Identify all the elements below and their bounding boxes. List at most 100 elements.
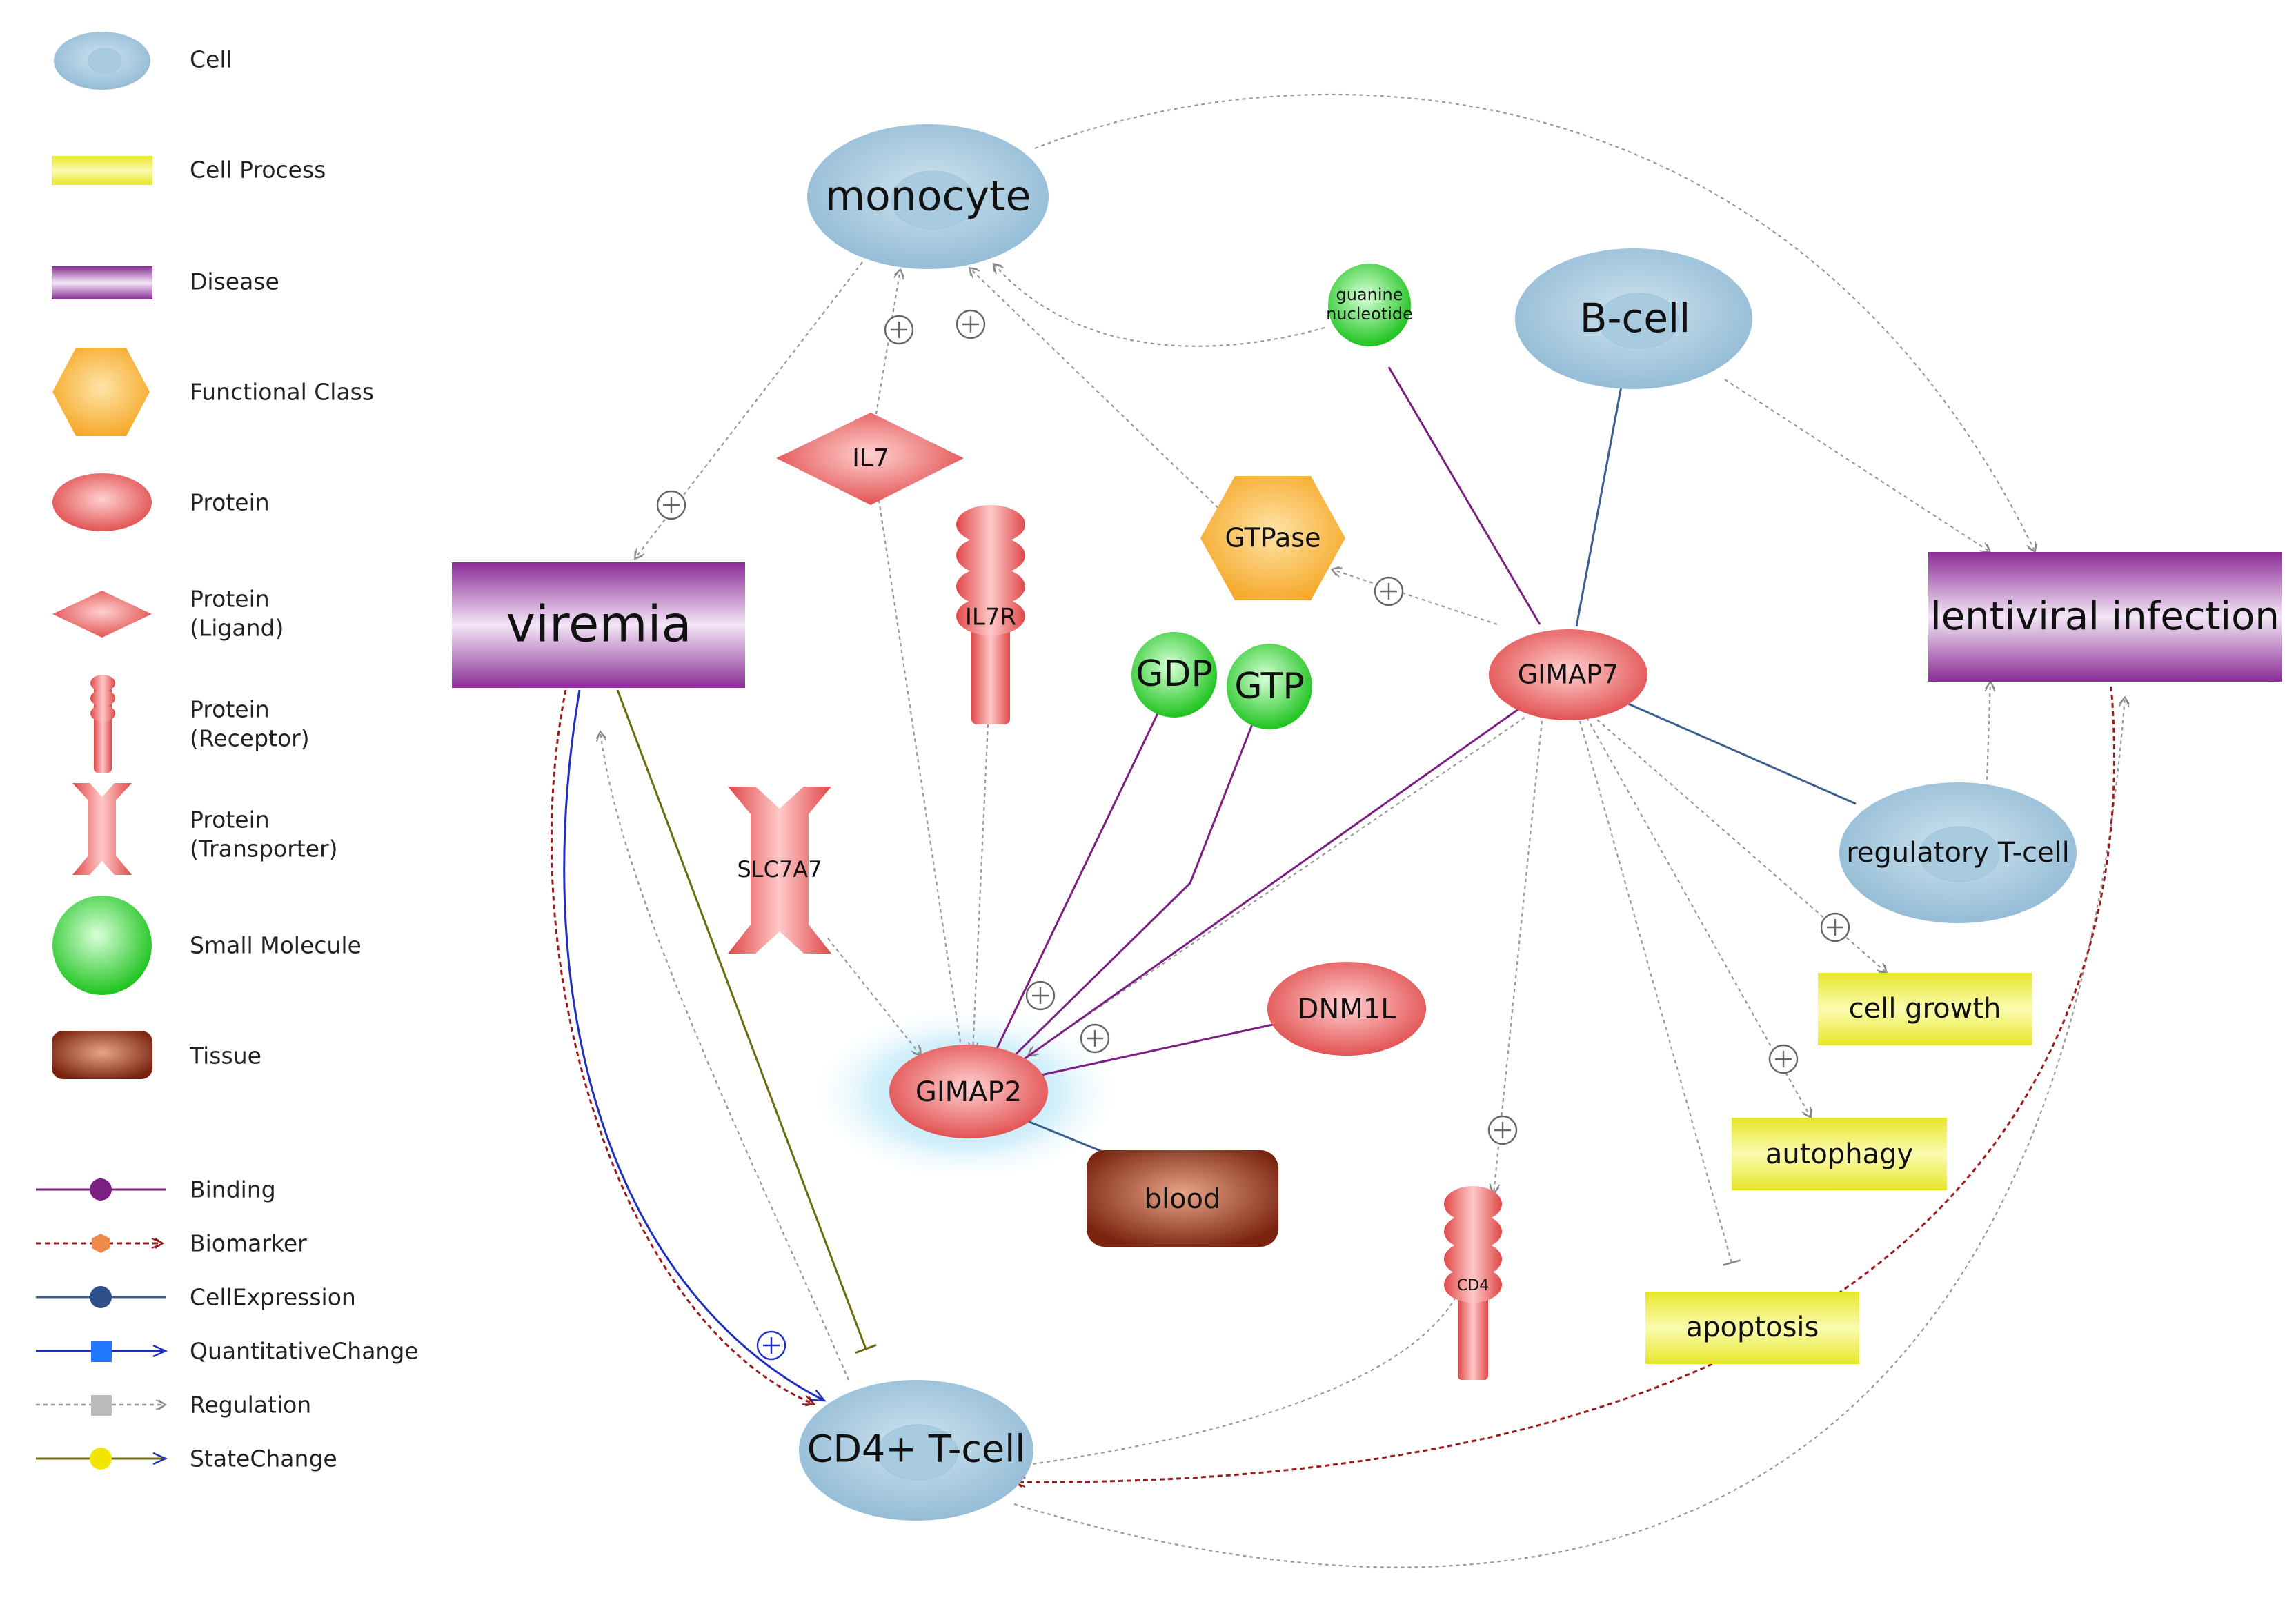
edge-gimap7-apoptosis — [1578, 720, 1741, 1266]
state-change-dot-icon — [90, 1448, 112, 1470]
legend-item-protein-transporter: Protein (Transporter) — [72, 783, 337, 875]
legend-item-tissue: Tissue — [52, 1031, 261, 1079]
legend-edge-quantitative-change: QuantitativeChange — [36, 1338, 419, 1365]
edge-cd4tcell-lentiviral-reg — [1013, 695, 2130, 1568]
legend-edge-binding: Binding — [36, 1176, 276, 1203]
legend-label-tissue: Tissue — [189, 1043, 261, 1069]
label-blood: blood — [1145, 1183, 1221, 1215]
cell-expression-dot-icon — [90, 1286, 112, 1308]
legend-label-small-molecule: Small Molecule — [190, 932, 362, 959]
legend-label-protein-ligand-2: (Ligand) — [190, 615, 284, 642]
node-gimap7[interactable]: GIMAP7 — [1489, 629, 1647, 720]
legend-item-disease: Disease — [52, 266, 279, 299]
legend-label-protein-receptor-1: Protein — [190, 696, 270, 723]
legend-label-cell-expression: CellExpression — [190, 1284, 356, 1311]
edge-monocyte-lentiviral — [1034, 93, 2037, 553]
edge-gimap7-gimap2 — [1013, 706, 1522, 1067]
legend-edge-regulation: Regulation — [36, 1392, 311, 1419]
node-gdp[interactable]: GDP — [1131, 632, 1217, 718]
legend-label-protein-transporter-2: (Transporter) — [190, 836, 337, 862]
plus-icon — [956, 309, 986, 339]
edge-bcell-lentiviral — [1724, 379, 1992, 553]
plus-icon — [756, 1330, 786, 1361]
label-regulatory-t-cell: regulatory T-cell — [1846, 837, 2070, 869]
legend-label-regulation: Regulation — [190, 1392, 311, 1419]
legend-label-disease: Disease — [190, 268, 279, 295]
edge-slc7a7-gimap2 — [827, 938, 922, 1057]
node-b-cell[interactable]: B-cell — [1515, 248, 1752, 389]
node-guanine-nucleotide[interactable]: guanine nucleotide — [1326, 264, 1413, 346]
legend-label-protein-ligand-1: Protein — [190, 586, 270, 613]
edge-gdp-gimap2 — [992, 710, 1160, 1056]
plus-icon — [884, 315, 914, 345]
legend-item-cell: Cell — [54, 32, 232, 90]
legend-edge-biomarker: Biomarker — [36, 1230, 307, 1257]
node-cd4[interactable]: CD4 — [1444, 1186, 1502, 1380]
label-cd4-t-cell: CD4+ T-cell — [807, 1428, 1026, 1471]
legend-item-protein-receptor: Protein (Receptor) — [90, 675, 310, 773]
edge-viremia-cd4tcell-state — [616, 689, 877, 1354]
label-gimap7: GIMAP7 — [1518, 660, 1619, 690]
label-il7r: IL7R — [965, 604, 1016, 631]
label-gimap2: GIMAP2 — [916, 1076, 1022, 1108]
legend-item-protein: Protein — [52, 473, 270, 531]
edge-gtp-gimap2 — [1006, 724, 1254, 1064]
label-cell-growth: cell growth — [1849, 993, 2001, 1025]
edge-guanine-monocyte — [992, 262, 1325, 347]
node-regulatory-t-cell[interactable]: regulatory T-cell — [1839, 782, 2077, 923]
node-il7r[interactable]: IL7R — [956, 505, 1025, 724]
plus-icon — [1025, 980, 1056, 1011]
legend-item-functional-class: Functional Class — [52, 348, 374, 436]
protein-shape-icon — [52, 473, 152, 531]
node-lentiviral-infection[interactable]: lentiviral infection — [1928, 552, 2282, 682]
binding-dot-icon — [90, 1178, 112, 1201]
label-gtp: GTP — [1234, 666, 1305, 707]
label-gtpase: GTPase — [1225, 523, 1321, 553]
node-gtp[interactable]: GTP — [1227, 644, 1312, 729]
edge-guanine-gimap7 — [1387, 366, 1541, 625]
node-cell-growth[interactable]: cell growth — [1818, 973, 2032, 1045]
legend-label-state-change: StateChange — [190, 1445, 337, 1472]
disease-shape-icon — [52, 266, 152, 299]
small-molecule-icon — [52, 896, 152, 995]
edge-gimap7-gtpase — [1330, 566, 1498, 626]
legend-label-cell-process: Cell Process — [190, 157, 326, 184]
plus-icon — [656, 490, 686, 520]
edge-cd4tcell-viremia — [595, 730, 850, 1381]
edge-gtpase-monocyte — [968, 266, 1229, 518]
label-il7: IL7 — [852, 444, 889, 473]
node-viremia[interactable]: viremia — [452, 562, 745, 688]
edge-dnm1l-gimap2 — [1034, 1023, 1274, 1078]
node-apoptosis[interactable]: apoptosis — [1645, 1292, 1859, 1364]
plus-icon — [1080, 1023, 1110, 1054]
node-autophagy[interactable]: autophagy — [1732, 1118, 1947, 1190]
legend-label-quantitative-change: QuantitativeChange — [190, 1338, 419, 1365]
node-blood[interactable]: blood — [1087, 1150, 1278, 1247]
node-slc7a7[interactable]: SLC7A7 — [728, 787, 831, 954]
regulation-square-icon — [91, 1395, 112, 1416]
receptor-icon — [90, 675, 115, 773]
node-gtpase[interactable]: GTPase — [1200, 476, 1345, 600]
plus-icon — [1374, 576, 1404, 606]
legend-edge-state-change: StateChange — [36, 1445, 337, 1472]
legend: Cell Cell Process Disease Functional Cla… — [36, 32, 419, 1472]
edge-il7r-gimap2 — [967, 724, 989, 1054]
node-dnm1l[interactable]: DNM1L — [1267, 962, 1426, 1056]
label-lentiviral-infection: lentiviral infection — [1930, 594, 2279, 639]
tissue-shape-icon — [52, 1031, 152, 1079]
edge-cd4-cd4tcell — [1016, 1296, 1456, 1471]
label-monocyte: monocyte — [825, 172, 1031, 221]
edge-treg-lentiviral — [1984, 680, 1996, 780]
node-gimap2[interactable]: GIMAP2 — [889, 1045, 1048, 1138]
plus-icon — [1820, 912, 1850, 942]
biomarker-hexagon-icon — [92, 1234, 110, 1253]
label-b-cell: B-cell — [1580, 295, 1691, 342]
transporter-icon — [72, 783, 132, 875]
hexagon-icon — [52, 348, 150, 436]
legend-label-protein: Protein — [190, 489, 270, 516]
legend-edge-cell-expression: CellExpression — [36, 1284, 356, 1311]
node-il7[interactable]: IL7 — [776, 413, 964, 505]
edge-gimap7-treg — [1627, 702, 1857, 805]
node-monocyte[interactable]: monocyte — [807, 124, 1049, 269]
node-cd4-t-cell[interactable]: CD4+ T-cell — [799, 1380, 1033, 1521]
